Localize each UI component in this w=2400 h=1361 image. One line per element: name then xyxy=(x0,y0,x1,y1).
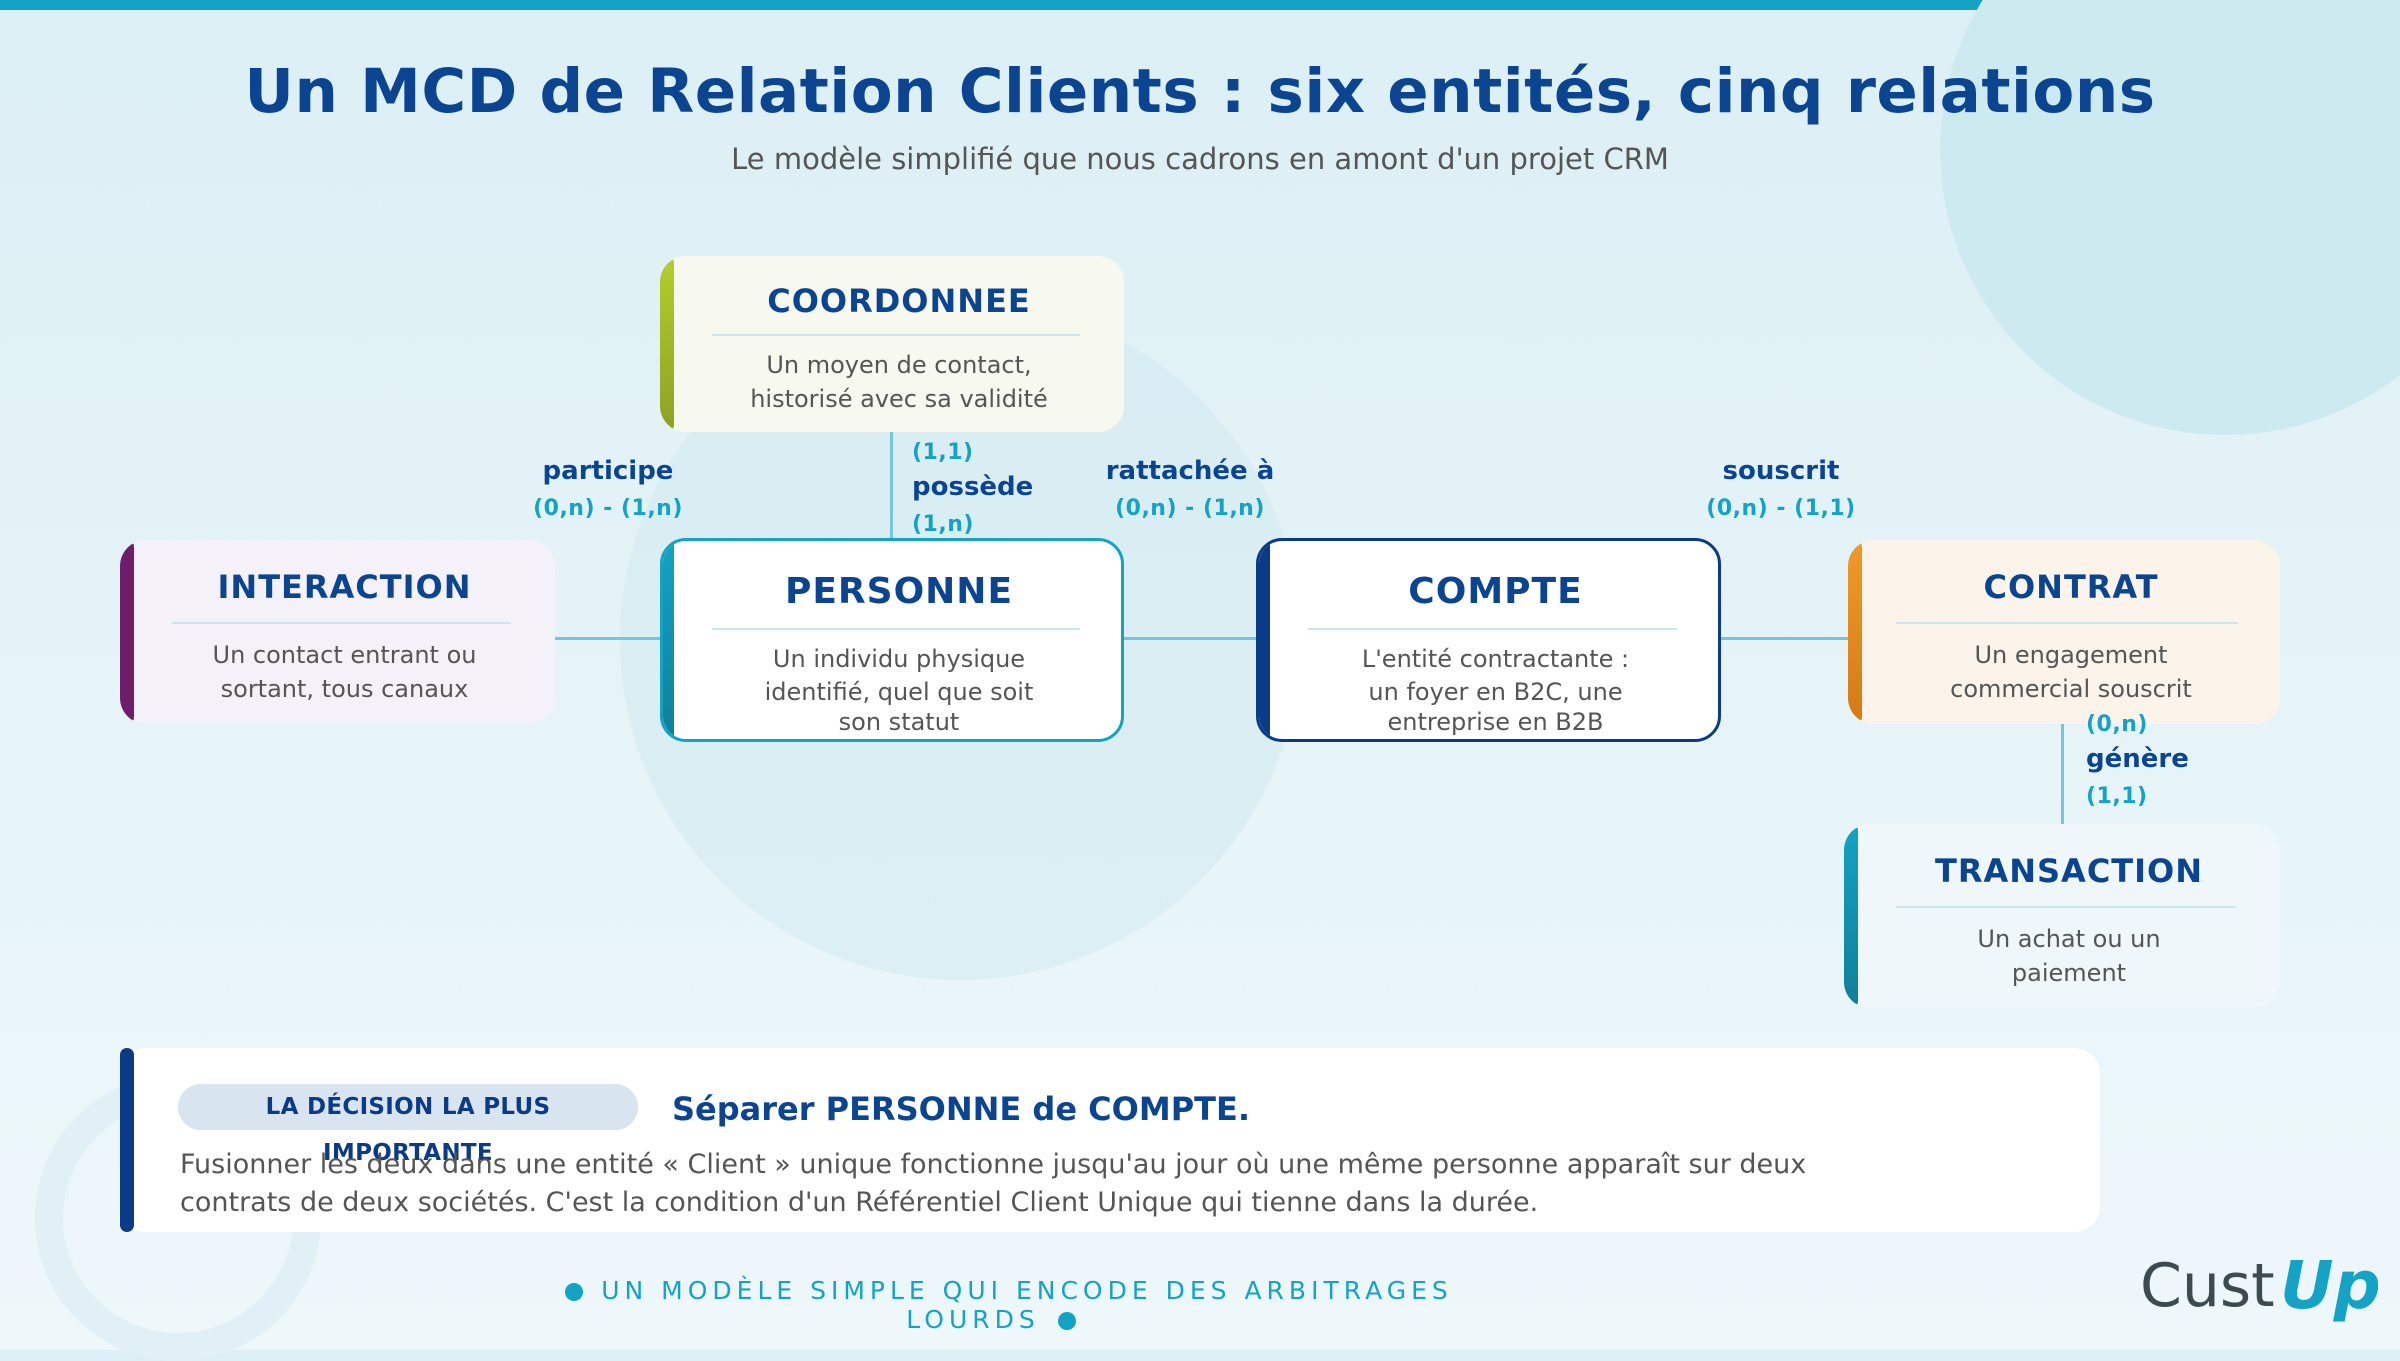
entity-name: TRANSACTION xyxy=(1934,852,2204,890)
desc-line: Un individu physique xyxy=(772,645,1026,673)
decision-callout: LA DÉCISION LA PLUS IMPORTANTE Séparer P… xyxy=(120,1048,2100,1232)
bullet-dot-icon xyxy=(1057,1312,1076,1330)
entity-compte: COMPTE L'entité contractante : un foyer … xyxy=(1256,538,1721,742)
desc-line: un foyer en B2C, une xyxy=(1368,678,1623,706)
divider xyxy=(712,628,1080,630)
relation-possede-label: possède xyxy=(912,472,1034,502)
desc-line: commercial souscrit xyxy=(1950,675,2192,703)
decision-tag: LA DÉCISION LA PLUS IMPORTANTE xyxy=(178,1084,638,1166)
entity-name: CONTRAT xyxy=(1983,568,2159,606)
desc-line: entreprise en B2B xyxy=(1387,708,1604,736)
desc-line: Un achat ou un xyxy=(1977,925,2161,953)
divider xyxy=(712,334,1080,336)
entity-description: Un moyen de contact, historisé avec sa v… xyxy=(674,348,1124,416)
entity-accent-bar xyxy=(663,541,674,739)
relation-genere-label: génère xyxy=(2086,744,2189,774)
divider xyxy=(1896,906,2236,908)
relation-souscrit-cardinality: (0,n) - (1,1) xyxy=(1706,496,1856,521)
desc-line: identifié, quel que soit xyxy=(764,678,1034,706)
relation-rattachee-cardinality: (0,n) - (1,n) xyxy=(1115,496,1265,521)
entity-accent-bar xyxy=(1848,540,1862,724)
bullet-dot-icon xyxy=(565,1283,584,1301)
entity-transaction: TRANSACTION Un achat ou un paiement xyxy=(1844,824,2280,1008)
entity-name: INTERACTION xyxy=(217,568,472,606)
page-subtitle: Le modèle simplifié que nous cadrons en … xyxy=(731,142,1669,176)
relation-possede-cardinality-top: (1,1) xyxy=(912,440,974,465)
divider xyxy=(172,622,511,624)
desc-line: son statut xyxy=(838,708,960,736)
entity-contrat: CONTRAT Un engagement commercial souscri… xyxy=(1848,540,2280,724)
entity-contrat-overlay xyxy=(1848,540,2280,724)
decision-accent-bar xyxy=(120,1048,134,1232)
connector-coordonnee-personne xyxy=(890,432,893,538)
entity-description: L'entité contractante : un foyer en B2C,… xyxy=(1273,643,1718,735)
top-accent-bar xyxy=(0,0,2400,10)
page-title: Un MCD de Relation Clients : six entités… xyxy=(244,56,2156,127)
entity-accent-bar xyxy=(660,256,674,432)
relation-participe-label: participe xyxy=(542,456,674,486)
connector-personne-compte xyxy=(1124,637,1256,640)
entity-accent-bar xyxy=(1844,824,1858,1008)
logo-text-accent: Up xyxy=(2280,1247,2378,1324)
connector-contrat-transaction xyxy=(2061,722,2064,824)
entity-name: COMPTE xyxy=(1408,571,1583,612)
divider xyxy=(1896,622,2238,624)
relation-souscrit-label: souscrit xyxy=(1722,456,1840,486)
relation-participe-cardinality: (0,n) - (1,n) xyxy=(533,496,683,521)
desc-line: sortant, tous canaux xyxy=(220,675,469,703)
entity-accent-bar xyxy=(120,540,134,724)
relation-rattachee-label: rattachée à xyxy=(1105,456,1275,486)
relation-genere-cardinality-bottom: (1,1) xyxy=(2086,784,2148,809)
divider xyxy=(1308,628,1677,630)
connector-interaction-personne xyxy=(555,637,667,640)
entity-description: Un individu physique identifié, quel que… xyxy=(677,643,1121,735)
desc-line: Un contact entrant ou xyxy=(212,641,477,669)
desc-line: Un moyen de contact, xyxy=(766,351,1032,379)
entity-accent-bar xyxy=(1259,541,1270,739)
relation-genere-cardinality-top: (0,n) xyxy=(2086,712,2148,737)
entity-interaction: INTERACTION Un contact entrant ou sortan… xyxy=(120,540,555,724)
entity-name: COORDONNEE xyxy=(767,282,1031,320)
footer-text: UN MODÈLE SIMPLE QUI ENCODE DES ARBITRAG… xyxy=(601,1276,1453,1334)
entity-description: Un contact entrant ou sortant, tous cana… xyxy=(134,638,555,706)
desc-line: historisé avec sa validité xyxy=(750,385,1048,413)
custup-logo: Cust Up xyxy=(2140,1247,2378,1324)
footer-tagline: UN MODÈLE SIMPLE QUI ENCODE DES ARBITRAG… xyxy=(490,1276,1510,1334)
decision-headline: Séparer PERSONNE de COMPTE. xyxy=(672,1090,1250,1128)
desc-line: L'entité contractante : xyxy=(1361,645,1630,673)
connector-compte-contrat xyxy=(1721,637,1848,640)
decision-body: Fusionner les deux dans une entité « Cli… xyxy=(180,1146,1880,1222)
entity-personne: PERSONNE Un individu physique identifié,… xyxy=(660,538,1124,742)
entity-coordonnee: COORDONNEE Un moyen de contact, historis… xyxy=(660,256,1124,432)
decision-body-line: Fusionner les deux dans une entité « Cli… xyxy=(180,1149,1807,1180)
desc-line: paiement xyxy=(2011,959,2127,987)
relation-possede-cardinality-bottom: (1,n) xyxy=(912,512,974,537)
entity-name: PERSONNE xyxy=(784,571,1014,612)
logo-text-dark: Cust xyxy=(2140,1251,2275,1321)
desc-line: Un engagement xyxy=(1974,641,2168,669)
decision-body-line: contrats de deux sociétés. C'est la cond… xyxy=(180,1187,1539,1218)
entity-description: Un achat ou un paiement xyxy=(1858,922,2280,990)
entity-description: Un engagement commercial souscrit xyxy=(1862,638,2280,706)
